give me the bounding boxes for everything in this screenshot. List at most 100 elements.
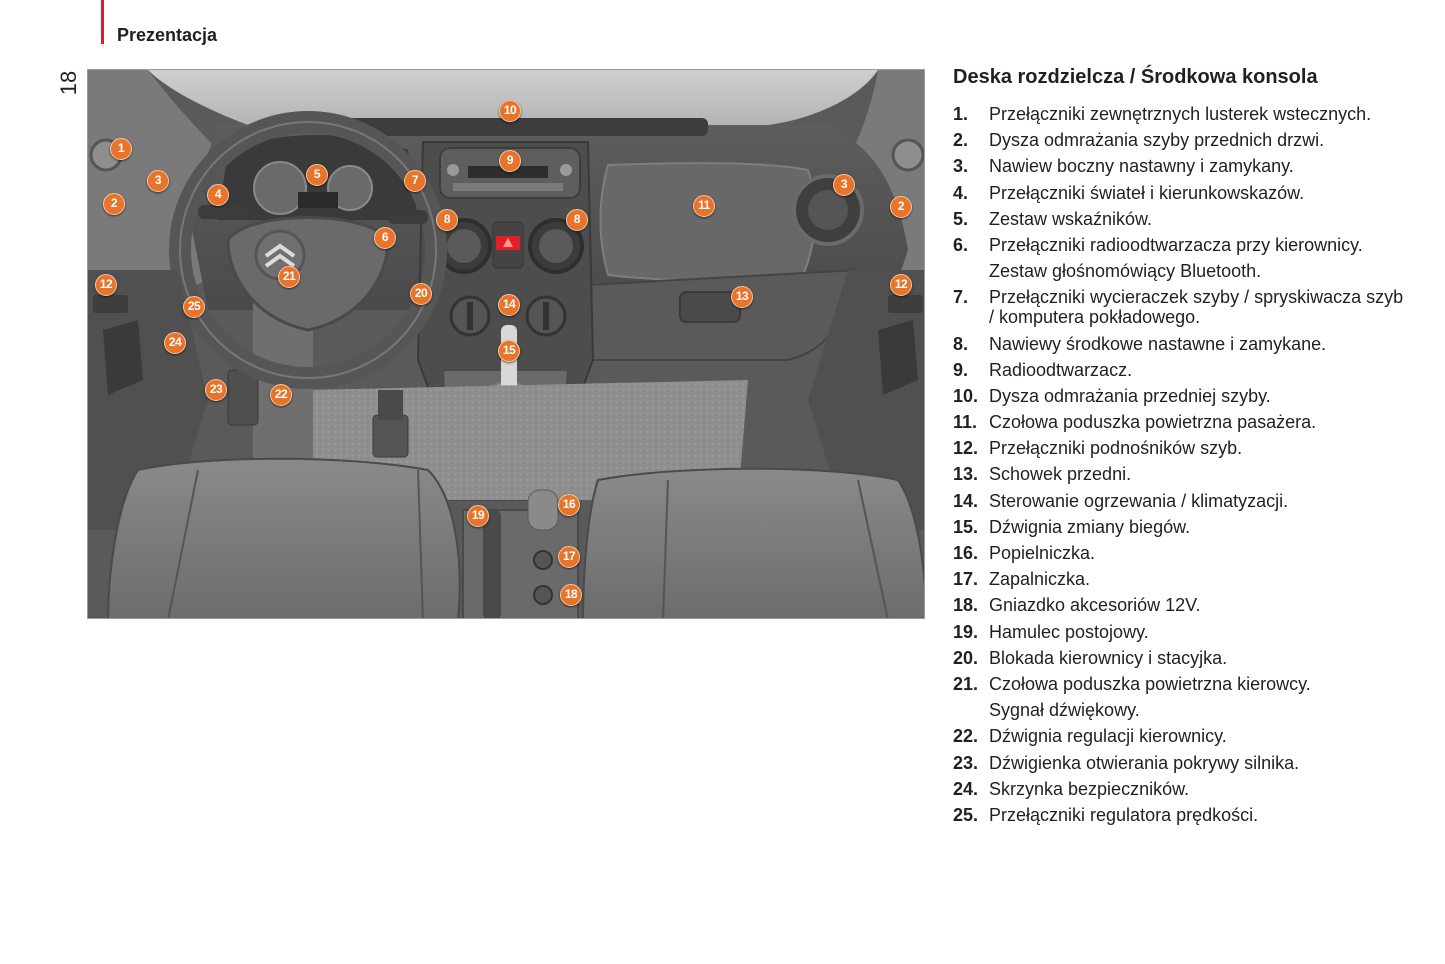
callout-marker: 6 (374, 227, 396, 249)
legend-item-number: 21. (953, 673, 979, 694)
right-window-switch (888, 295, 923, 313)
callout-marker: 1 (110, 138, 132, 160)
cigarette-lighter (533, 550, 553, 570)
legend-item-number: 24. (953, 778, 979, 799)
legend-item-text: Radioodtwarzacz. (989, 359, 1133, 380)
legend-item: 1. Przełączniki zewnętrznych lusterek wst… (953, 104, 1413, 124)
legend-item-text: Przełączniki zewnętrznych lusterek wstec… (989, 104, 1372, 124)
defrost-strip (338, 118, 708, 136)
legend-item-number: 25. (953, 804, 979, 825)
section-accent-bar (101, 0, 104, 44)
legend-item-text: Zestaw wskaźników. (989, 208, 1153, 229)
legend-item-number: 2. (953, 130, 969, 151)
legend-item: 20. Blokada kierownicy i stacyjka. (953, 648, 1413, 668)
legend-item-text: Popielniczka. (989, 543, 1096, 563)
legend-item-number: 1. (953, 104, 969, 124)
callout-marker: 10 (499, 100, 521, 122)
legend-item-text: Zapalniczka. (989, 569, 1091, 590)
legend-item: 10.Dysza odmrażania przedniej szyby. (953, 386, 1413, 406)
hood-release (227, 369, 259, 426)
legend-item-text: Sterowanie ogrzewania / klimatyzacji. (989, 490, 1289, 511)
legend-item-number: 20. (953, 647, 979, 668)
callout-marker: 21 (278, 266, 300, 288)
legend-item-number: 13. (953, 464, 979, 485)
legend-item: 19.Hamulec postojowy. (953, 622, 1413, 642)
legend-item: 15.Dźwignia zmiany biegów. (953, 517, 1413, 537)
legend-item-number: 7. (953, 287, 969, 308)
driver-seat (107, 457, 461, 618)
legend-item: 6. Przełączniki radioodtwarzacza przy kie… (953, 235, 1413, 255)
callout-marker: 3 (147, 170, 169, 192)
callout-marker: 5 (306, 164, 328, 186)
legend-item-extra: Sygnał dźwiękowy. (989, 700, 1140, 721)
legend-item-number: 9. (953, 359, 969, 380)
legend-item-number: 12. (953, 438, 979, 459)
legend-item-text: Przełączniki radioodtwarzacza przy kiero… (989, 234, 1363, 255)
callout-marker: 14 (498, 294, 520, 316)
right-door-handle (878, 320, 918, 395)
legend-item-number: 14. (953, 490, 979, 511)
legend-item-number: 15. (953, 516, 979, 537)
legend-item: 22. Dźwignia regulacji kierownicy. (953, 726, 1413, 746)
callout-marker: 9 (499, 150, 521, 172)
legend-item-text: Gniazdko akcesoriów 12V. (989, 595, 1201, 616)
legend-item-number: 4. (953, 182, 969, 203)
power-socket (533, 585, 553, 605)
right-mirror-switch (891, 138, 924, 172)
legend-item: 14. Sterowanie ogrzewania / klimatyzacji. (953, 491, 1413, 511)
callout-marker: 13 (731, 286, 753, 308)
legend-item-text: Czołowa poduszka powietrzna pasażera. (989, 412, 1317, 433)
callout-marker: 3 (833, 174, 855, 196)
legend-item-text: Skrzynka bezpieczników. (989, 778, 1190, 799)
legend-item-text: Przełączniki świateł i kierunkowskazów. (989, 182, 1305, 203)
legend-item-text: Dźwignia regulacji kierownicy. (989, 726, 1227, 747)
speedometer (253, 161, 307, 215)
pedal (372, 414, 409, 458)
stalk-left (198, 205, 248, 219)
callout-marker: 20 (410, 283, 432, 305)
legend-item-text: Nawiew boczny nastawny i zamykany. (989, 156, 1294, 177)
callout-marker: 2 (103, 193, 125, 215)
page-number: 18 (56, 70, 81, 96)
legend-item: 3. Nawiew boczny nastawny i zamykany. (953, 156, 1413, 176)
legend-item-number: 8. (953, 333, 969, 354)
callout-marker: 22 (270, 384, 292, 406)
callout-marker: 12 (890, 274, 912, 296)
callout-marker: 2 (890, 196, 912, 218)
passenger-seat (582, 467, 924, 618)
legend-item-number: 19. (953, 621, 979, 642)
callout-marker: 18 (560, 584, 582, 606)
legend-item-text: Nawiewy środkowe nastawne i zamykane. (989, 333, 1327, 354)
legend-item: 13. Schowek przedni. (953, 464, 1413, 484)
callout-marker: 19 (467, 505, 489, 527)
legend-item: 21.Czołowa poduszka powietrzna kierowcy. (953, 674, 1413, 694)
legend-title: Deska rozdzielcza / Środkowa konsola (953, 66, 1318, 88)
left-window-switch (93, 295, 128, 313)
legend-item-text: Przełączniki wycieraczek szyby / spryski… (989, 287, 1404, 328)
legend-item-text: Blokada kierownicy i stacyjka. (989, 647, 1228, 668)
legend-item: 9. Radioodtwarzacz. (953, 360, 1413, 380)
legend-item-number: 22. (953, 726, 979, 747)
legend-item: 24. Skrzynka bezpieczników. (953, 779, 1413, 799)
legend-list: 1. Przełączniki zewnętrznych lusterek wst… (953, 104, 1413, 825)
parking-brake (483, 510, 501, 618)
legend-item-text: Dysza odmrażania szyby przednich drzwi. (989, 130, 1325, 151)
callout-marker: 25 (183, 296, 205, 318)
ashtray (527, 489, 559, 531)
callout-marker: 24 (164, 332, 186, 354)
callout-marker: 16 (558, 494, 580, 516)
legend-item-number: 11. (953, 412, 978, 433)
legend-item: 23.Dźwigienka otwierania pokrywy silnika… (953, 753, 1413, 773)
callout-marker: 4 (207, 184, 229, 206)
legend-item-text: Schowek przedni. (989, 464, 1132, 485)
legend-item: 17.Zapalniczka. (953, 569, 1413, 589)
legend-item-number: 3. (953, 156, 969, 177)
legend-item-number: 6. (953, 234, 969, 255)
legend-item: 16. Popielniczka. (953, 543, 1413, 563)
legend-item-number: 16. (953, 543, 979, 563)
callout-marker: 8 (566, 209, 588, 231)
legend-item: 25.Przełączniki regulatora prędkości. (953, 805, 1413, 825)
legend-item: 2. Dysza odmrażania szyby przednich drzwi… (953, 130, 1413, 150)
legend-item: 18. Gniazdko akcesoriów 12V. (953, 595, 1413, 615)
legend-item-number: 18. (953, 595, 979, 616)
